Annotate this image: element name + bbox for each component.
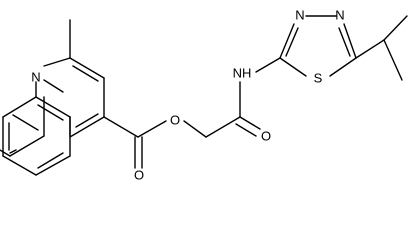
bond [355, 39, 385, 59]
bond [279, 23, 295, 59]
bond [137, 120, 167, 138]
bond [43, 57, 71, 67]
bond [69, 116, 105, 138]
bond [235, 123, 257, 137]
bond [43, 79, 64, 93]
bond [9, 135, 45, 157]
bond [37, 104, 64, 121]
thiadiazole-n4-label: N [335, 7, 344, 22]
ester-carbonyl-oxygen-label: O [134, 167, 144, 182]
bond [205, 116, 241, 138]
amide-carbonyl-oxygen-label: O [261, 128, 271, 143]
bond [383, 15, 408, 41]
bond [69, 57, 105, 79]
bond [255, 57, 281, 73]
bond [329, 57, 357, 77]
bond [183, 120, 207, 138]
bond [12, 114, 39, 131]
atom-labels: N O O NH O N N S [31, 7, 344, 182]
bond [279, 57, 307, 77]
thiadiazole-n3-label: N [295, 7, 304, 22]
quinoline-nitrogen-label: N [31, 69, 40, 84]
bond [35, 155, 71, 176]
bond [103, 116, 139, 138]
bond [35, 96, 71, 118]
bond [383, 39, 403, 81]
bond [343, 23, 357, 59]
bonds [0, 15, 408, 176]
bond [37, 152, 64, 169]
bond [338, 27, 351, 57]
bond [285, 27, 299, 57]
bond [2, 96, 37, 118]
amide-nh-label: NH [233, 65, 252, 80]
bond [72, 65, 99, 82]
thiadiazole-sulfur-label: S [314, 70, 323, 85]
bond [2, 155, 37, 176]
ester-oxygen-label: O [170, 112, 180, 127]
bond [75, 113, 99, 128]
chemical-structure: N O O NH O N N S [0, 7, 408, 182]
bond [0, 149, 11, 157]
bond [239, 116, 261, 130]
bond [9, 149, 17, 154]
